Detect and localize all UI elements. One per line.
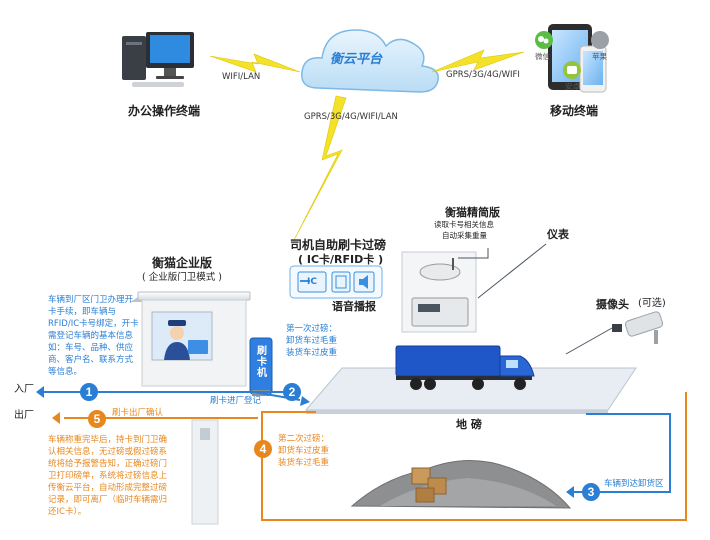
mobile-terminal-label: 移动终端 (550, 104, 599, 118)
downlink-label: GPRS/3G/4G/WIFI/LAN (304, 112, 398, 122)
camera-optional-label: (可选) (638, 298, 666, 309)
ic-card-label: IC (307, 277, 317, 287)
first-weigh-line1: 卸货车过毛重 (286, 336, 338, 346)
step-3-label: 车辆到达卸货区 (604, 479, 664, 489)
boxes-icon (411, 467, 447, 503)
blue-arrow (36, 386, 574, 498)
office-terminal-label: 办公操作终端 (128, 104, 201, 118)
enterprise-subtitle: ( 企业版门卫模式 ) (142, 272, 222, 283)
card-reader-label: 刷卡机 (257, 346, 267, 379)
step-5-badge: 5 (88, 410, 106, 428)
camera-signal-line (565, 327, 613, 355)
step-2-badge: 2 (283, 383, 301, 401)
computer-icon (122, 32, 194, 87)
camera-label: 摄像头 (596, 298, 629, 311)
mobile-devices-icon (535, 24, 609, 93)
lite-edition-devices (401, 251, 477, 333)
first-weigh-title: 第一次过磅： (286, 324, 338, 334)
step-2-label: 刷卡进厂登记 (210, 396, 262, 406)
card-swipe-icon (289, 265, 383, 299)
exit-label: 出厂 (14, 410, 34, 421)
step-4-badge: 4 (254, 440, 272, 458)
step-3-badge: 3 (582, 483, 600, 501)
wifi-lan-link-label: WIFI/LAN (222, 72, 261, 82)
lightning-bolt-icon (209, 49, 525, 241)
wechat-label: 微信 (535, 52, 550, 61)
cloud-platform-label: 衡云平台 (330, 52, 383, 67)
meter-label: 仪表 (547, 228, 569, 241)
weighbridge-icon (304, 367, 637, 414)
voice-broadcast-label: 语音播报 (332, 300, 376, 313)
second-weigh-title: 第二次过磅： (278, 434, 330, 444)
exit-description: 车辆称重完毕后，持卡到门卫确认相关信息，无过磅或假过磅系统将给予报警告知，正确过… (48, 435, 168, 517)
mobile-link-label: GPRS/3G/4G/WIFI (446, 70, 520, 80)
step-1-badge: 1 (80, 383, 98, 401)
enterprise-title: 衡猫企业版 (152, 256, 213, 270)
self-service-subtitle: ( IC卡/RFID卡 ) (298, 253, 384, 266)
lite-line1: 读取卡号相关信息 (434, 220, 494, 229)
cargo-pile-icon (350, 460, 572, 509)
first-weigh-line2: 装货车过皮重 (286, 348, 338, 358)
entry-description: 车辆到厂区门卫办理开卡手续，即车辆与RFID/IC卡号绑定，开卡需登记车辆的基本… (48, 295, 139, 377)
self-service-title: 司机自助刷卡过磅 (290, 238, 387, 252)
entry-label: 入厂 (14, 384, 34, 395)
exit-post (191, 419, 219, 525)
guard-icon (164, 320, 208, 360)
camera-icon (612, 311, 664, 344)
cloud-platform-icon (301, 29, 439, 93)
apple-label: 苹果 (592, 52, 607, 61)
lite-line2: 自动采集重量 (442, 231, 487, 240)
second-weigh-line2: 装货车过毛重 (278, 458, 330, 468)
lite-connector-line (458, 243, 547, 299)
guard-booth (130, 291, 251, 387)
lite-title: 衡猫精简版 (445, 206, 500, 219)
weighbridge-label: 地 磅 (456, 418, 482, 431)
exit-confirm-label: 刷卡出厂确认 (112, 408, 164, 418)
second-weigh-line1: 卸货车过皮重 (278, 446, 330, 456)
orange-arrow (52, 412, 60, 424)
truck-icon (395, 345, 535, 390)
android-label: 安卓 (565, 82, 580, 91)
